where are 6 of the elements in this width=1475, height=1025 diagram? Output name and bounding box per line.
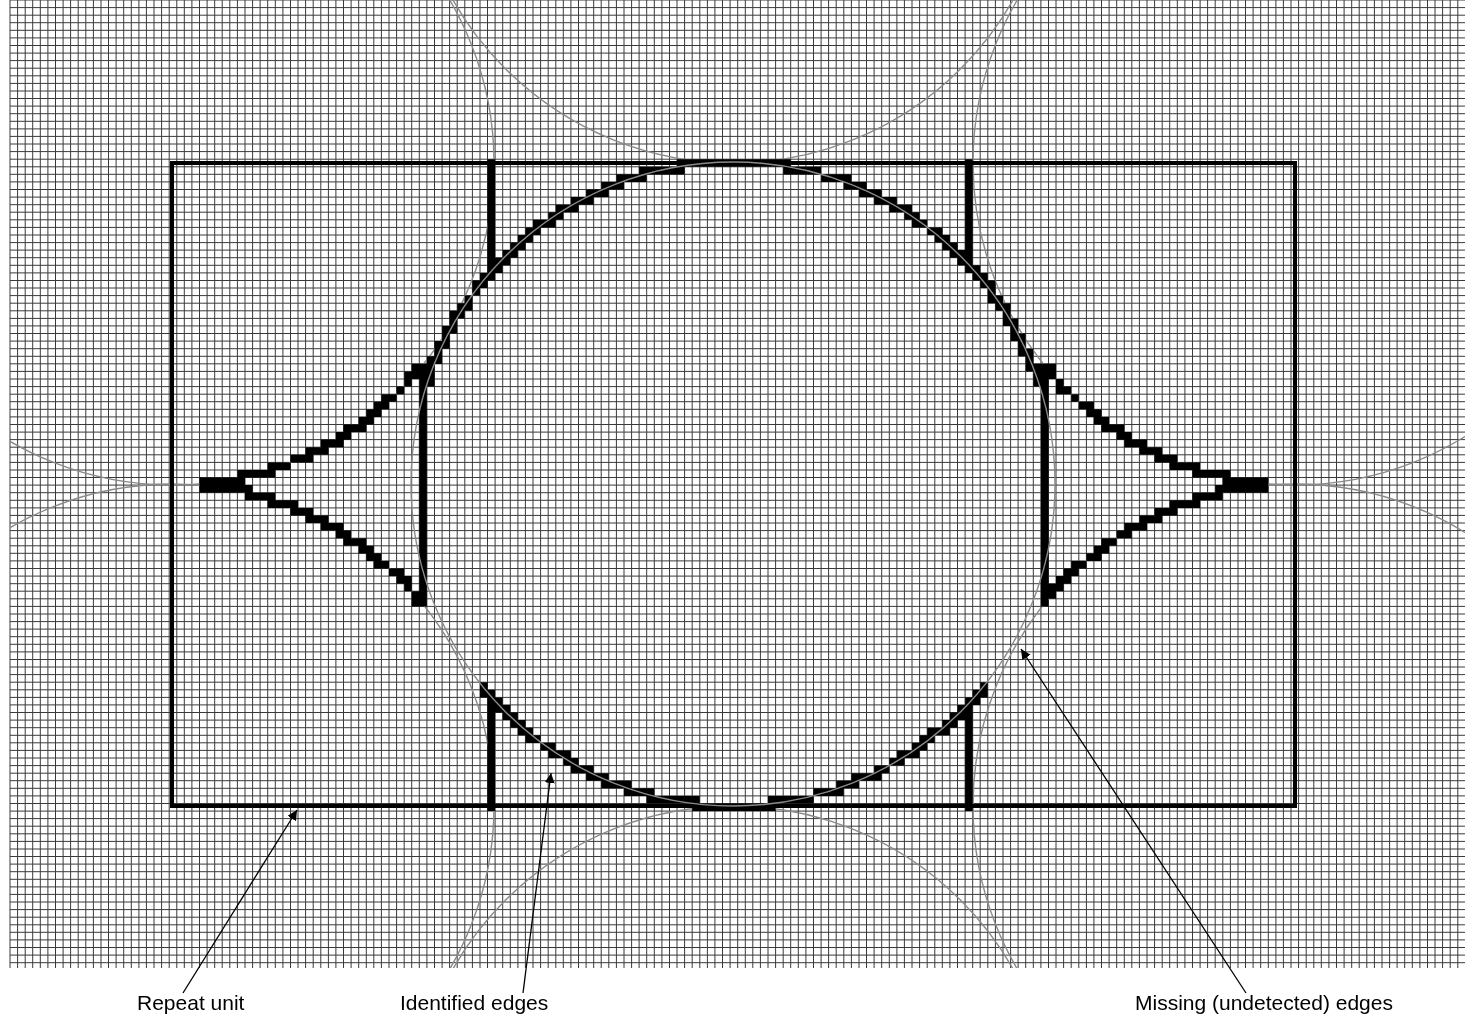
callout-label: Missing (undetected) edges	[1135, 991, 1393, 1015]
callout-label: Repeat unit	[137, 991, 245, 1015]
leader-line	[182, 809, 298, 994]
leader-line	[522, 772, 555, 994]
callout-label: Identified edges	[400, 991, 549, 1015]
leader-line	[1020, 648, 1247, 994]
